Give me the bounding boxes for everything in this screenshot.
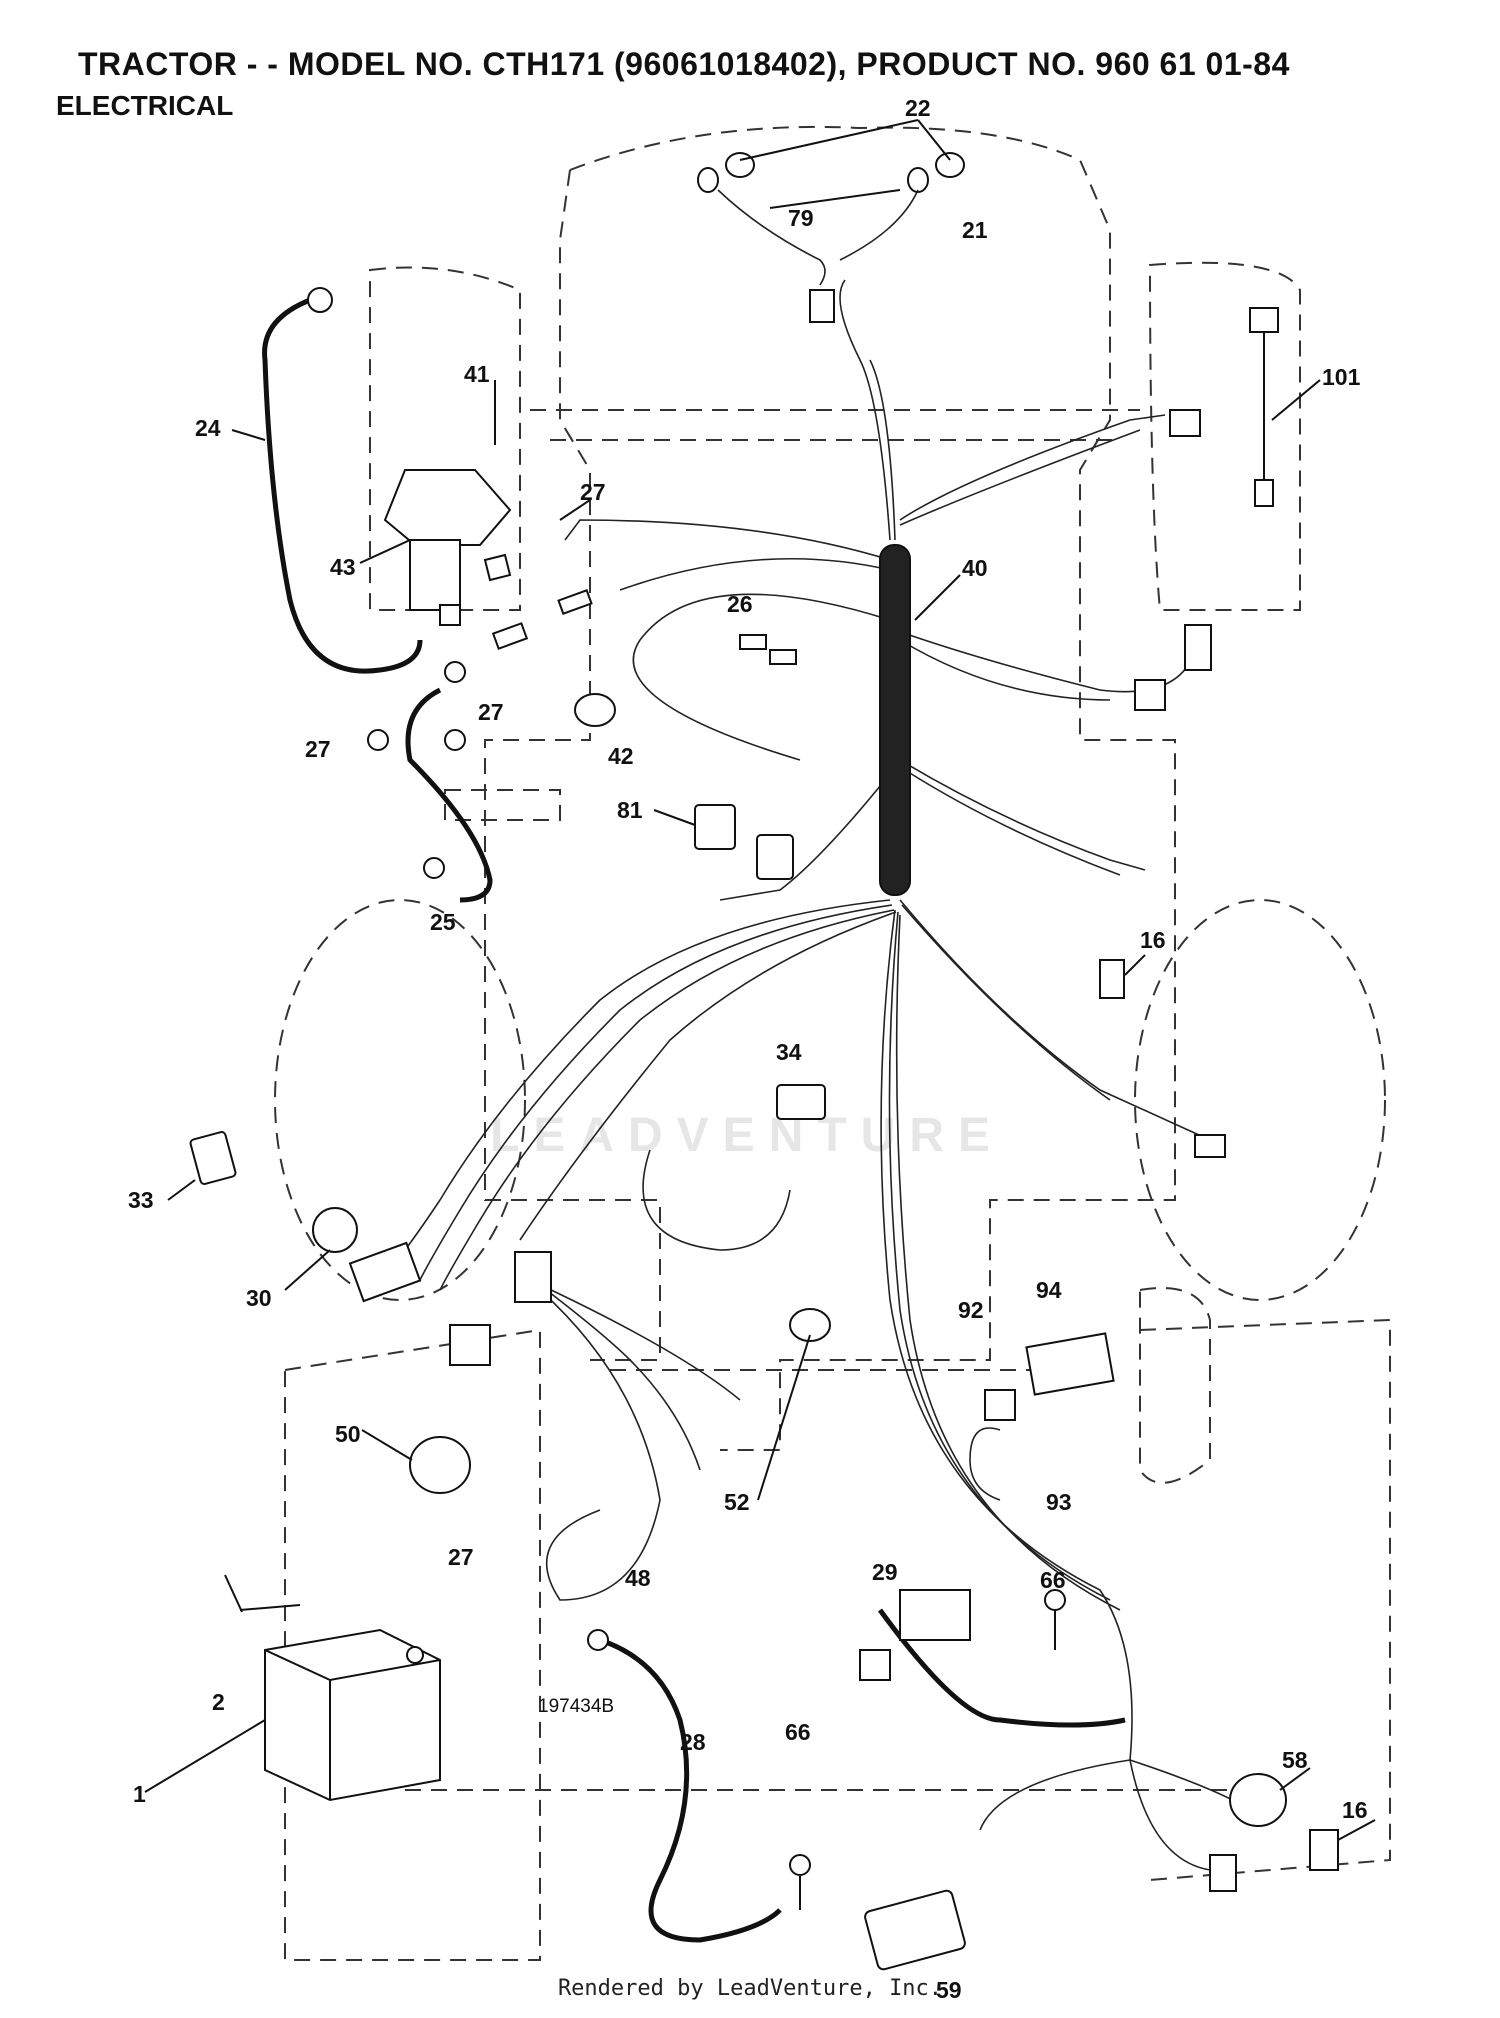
callout-label: 16: [1342, 1797, 1368, 1823]
callout-label: 48: [625, 1565, 651, 1591]
callout-label: 50: [335, 1421, 361, 1447]
terminal-24: [307, 287, 333, 313]
callout-label: 1: [133, 1781, 146, 1807]
callout-label: 40: [962, 555, 988, 581]
cable-24: [262, 297, 423, 674]
callout-label: 81: [617, 797, 643, 823]
tractor-outline: [274, 125, 1391, 1961]
cable-28: [599, 1637, 782, 1943]
section-subtitle: ELECTRICAL: [56, 90, 234, 121]
callout-label: 79: [788, 205, 814, 231]
watermark: LEADVENTURE: [490, 1109, 1005, 1162]
callout-label: 66: [785, 1719, 811, 1745]
callout-label: 59: [936, 1977, 962, 2003]
leader-lines: [144, 119, 1376, 1841]
cable-25: [405, 687, 493, 903]
callout-label: 2: [212, 1689, 225, 1715]
callout-label: 41: [464, 361, 490, 387]
conduit-lower: [877, 1608, 1126, 1728]
callout-label: 21: [962, 217, 988, 243]
callout-label: 58: [1282, 1747, 1308, 1773]
footer-credit: Rendered by LeadVenture, Inc.: [557, 1976, 943, 2001]
terminal-28: [587, 1629, 609, 1651]
callout-label: 42: [608, 743, 634, 769]
solenoid-43: [383, 380, 512, 626]
callout-label: 27: [580, 479, 606, 505]
callout-label: 27: [305, 736, 331, 762]
callout-label: 43: [330, 554, 356, 580]
callout-label: 66: [1040, 1567, 1066, 1593]
callout-label: 29: [872, 1559, 898, 1585]
terminal-25: [423, 857, 445, 879]
page-title: TRACTOR - - MODEL NO. CTH171 (9606101840…: [78, 46, 1290, 82]
callout-label: 26: [727, 591, 753, 617]
callout-label: 27: [448, 1544, 474, 1570]
callout-label: 93: [1046, 1489, 1072, 1515]
conduit-40: [879, 544, 911, 896]
callout-label: 52: [724, 1489, 750, 1515]
small-parts: [189, 307, 1339, 1971]
callout-label: 34: [776, 1039, 802, 1065]
callout-label: 28: [680, 1729, 706, 1755]
callout-label: 27: [478, 699, 504, 725]
callout-label: 24: [195, 415, 221, 441]
callout-label: 101: [1322, 364, 1361, 390]
callout-label: 33: [128, 1187, 154, 1213]
wire-harness: [379, 279, 1251, 1871]
callout-labels: 22 79 21 101 41 24 27 43 40 26 27 27 42 …: [128, 95, 1368, 2003]
callout-label: 92: [958, 1297, 984, 1323]
callout-label: 94: [1036, 1277, 1062, 1303]
battery-1: [239, 1604, 441, 1802]
callout-label: 25: [430, 909, 456, 935]
callout-label: 16: [1140, 927, 1166, 953]
drawing-code: 197434B: [538, 1696, 615, 1717]
callout-label: 22: [905, 95, 931, 121]
callout-label: 30: [246, 1285, 272, 1311]
headlights: [697, 152, 965, 323]
